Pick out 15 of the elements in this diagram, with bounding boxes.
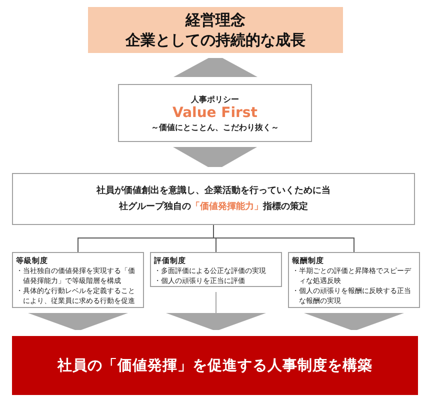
- slogan-text: Value First: [172, 104, 258, 122]
- policy-box: [118, 84, 312, 142]
- philosophy-box: [88, 7, 343, 53]
- tagline-text: ～価値にとことん、こだわり抜く～: [151, 122, 279, 132]
- heading-text: 企業としての持続的な成長: [124, 30, 306, 50]
- strategy-box: [12, 173, 415, 225]
- system-box: [150, 252, 282, 287]
- strategy-text: 社員が価値創出を意識し、企業活動を行っていくために当社グループ独自の「価値発揮能力」指標の策定: [96, 184, 332, 214]
- policy-title: 人事ポリシー: [191, 94, 239, 104]
- result-box: [12, 336, 418, 395]
- system-box: [288, 252, 420, 308]
- heading-text: 経営理念: [184, 10, 246, 30]
- system-box: [12, 252, 144, 308]
- connector-line: [213, 224, 354, 252]
- result-text: 社員の「価値発揮」を促進する人事制度を構築: [58, 356, 372, 375]
